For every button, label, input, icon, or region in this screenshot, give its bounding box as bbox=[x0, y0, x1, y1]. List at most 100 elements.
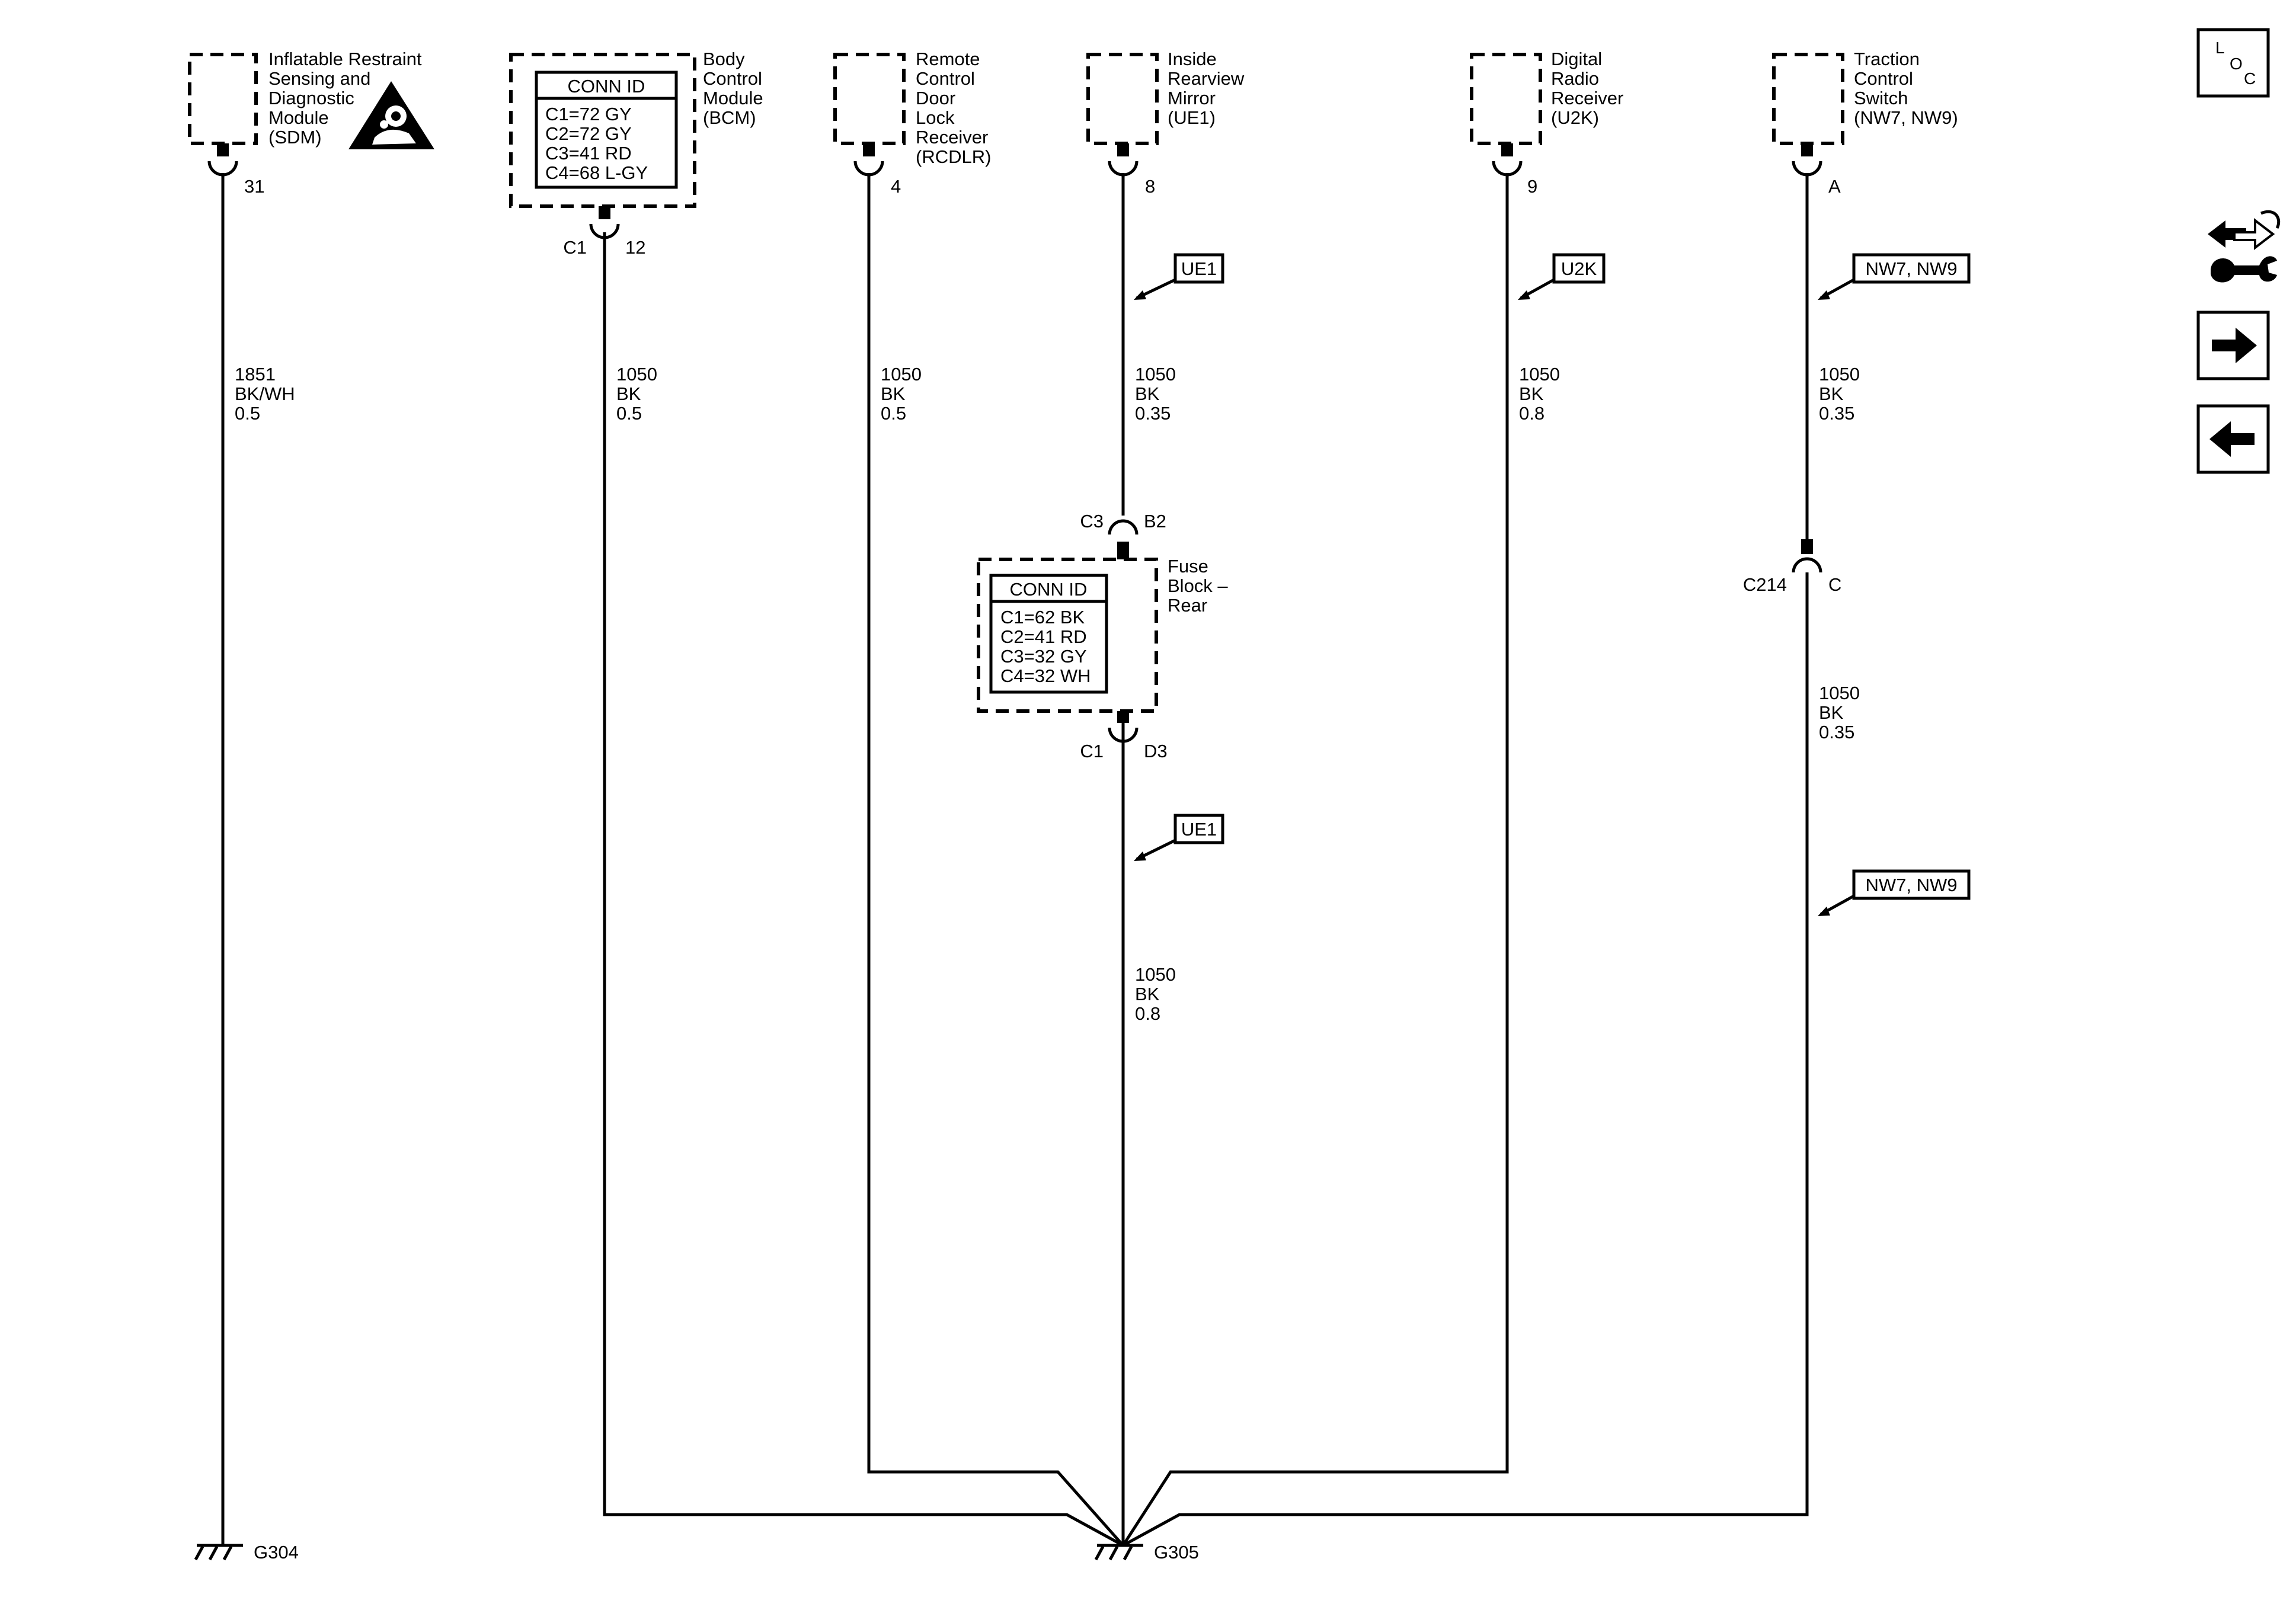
bcm-conn-id-c1: C1=72 GY bbox=[545, 104, 632, 124]
option-flag-mirror-lower[interactable]: UE1 bbox=[1134, 814, 1224, 861]
bcm-conn-id-c4: C4=68 L-GY bbox=[545, 162, 648, 183]
c214-terminal bbox=[1792, 557, 1822, 573]
wire-mirror-lower-circuit: 1050 bbox=[1135, 964, 1176, 985]
sdm-module-box bbox=[188, 53, 258, 145]
rcdlr-name-line-1: Remote bbox=[916, 49, 980, 69]
wire-traction-lower-color: BK bbox=[1819, 702, 1844, 723]
fuse-block-bottom-terminal bbox=[1108, 727, 1139, 743]
wire-sdm-size: 0.5 bbox=[235, 403, 260, 424]
sdm-name-line-1: Inflatable Restraint bbox=[268, 49, 422, 69]
ground-g305: G305 bbox=[1094, 1542, 1199, 1563]
radio-module-box bbox=[1470, 53, 1542, 145]
rcdlr-pin-label: 4 bbox=[891, 176, 901, 197]
rcdlr-pin-stub bbox=[863, 143, 875, 156]
wire-rcdlr-size: 0.5 bbox=[881, 403, 906, 424]
wire-mirror-lower-color: BK bbox=[1135, 984, 1160, 1004]
fuse-block-conn-id-title: CONN ID bbox=[1010, 579, 1088, 600]
fuse-block-top-connector: C3 bbox=[1080, 511, 1104, 532]
wire-traction-upper-size: 0.35 bbox=[1819, 403, 1854, 424]
mirror-name-line-4: (UE1) bbox=[1168, 107, 1216, 128]
rcdlr-name-line-6: (RCDLR) bbox=[916, 146, 991, 167]
wire-traction-lower bbox=[1122, 572, 1809, 1547]
mirror-connector-terminal bbox=[1108, 161, 1139, 177]
radio-pin-label: 9 bbox=[1527, 176, 1537, 197]
fuse-block-conn-id-c2: C2=41 RD bbox=[1000, 626, 1087, 647]
loc-letter-l: L bbox=[2215, 39, 2225, 57]
option-flag-traction-upper-label: NW7, NW9 bbox=[1866, 258, 1958, 279]
mirror-name-line-2: Rearview bbox=[1168, 68, 1245, 89]
wire-labels: 1851 BK/WH 0.5 1050 BK 0.5 1050 BK 0.5 1… bbox=[235, 364, 1860, 1024]
traction-module: Traction Control Switch (NW7, NW9) A bbox=[1772, 49, 1958, 197]
wire-mirror-upper-circuit: 1050 bbox=[1135, 364, 1176, 385]
c214-stub bbox=[1801, 539, 1813, 554]
option-flag-radio[interactable]: U2K bbox=[1518, 253, 1606, 300]
option-flag-traction-lower[interactable]: NW7, NW9 bbox=[1818, 869, 1971, 916]
bcm-module: CONN ID C1=72 GY C2=72 GY C3=41 RD C4=68… bbox=[509, 49, 763, 258]
next-page-button[interactable] bbox=[2196, 311, 2270, 380]
wires bbox=[221, 173, 1809, 1547]
fuse-block-name-line-1: Fuse bbox=[1168, 556, 1208, 577]
rcdlr-connector-terminal bbox=[853, 161, 884, 177]
fuse-block-top-stub bbox=[1117, 542, 1129, 559]
radio-name-line-2: Radio bbox=[1551, 68, 1599, 89]
option-flag-radio-label: U2K bbox=[1561, 258, 1597, 279]
fuse-block-conn-id-c3: C3=32 GY bbox=[1000, 646, 1087, 667]
fuse-block-name-line-2: Block – bbox=[1168, 575, 1228, 596]
traction-connector-terminal bbox=[1792, 161, 1822, 177]
c214-connector-label: C214 bbox=[1743, 574, 1787, 595]
wire-traction-lower-size: 0.35 bbox=[1819, 722, 1854, 742]
bcm-name-line-4: (BCM) bbox=[703, 107, 756, 128]
inline-connector-c214: C214 C bbox=[1743, 539, 1841, 595]
wire-mirror-lower-size: 0.8 bbox=[1135, 1003, 1160, 1024]
bcm-conn-id-table bbox=[535, 71, 678, 189]
sdm-connector-terminal bbox=[207, 161, 238, 177]
mirror-name-line-3: Mirror bbox=[1168, 88, 1216, 108]
fuse-block-bottom-connector: C1 bbox=[1080, 741, 1104, 761]
traction-pin-stub bbox=[1801, 143, 1813, 156]
mirror-pin-label: 8 bbox=[1145, 176, 1155, 197]
wire-bcm-circuit: 1050 bbox=[616, 364, 657, 385]
wire-sdm-circuit: 1851 bbox=[235, 364, 276, 385]
rcdlr-name-line-5: Receiver bbox=[916, 127, 988, 148]
option-flag-mirror-upper[interactable]: UE1 bbox=[1134, 253, 1224, 300]
option-flag-traction-upper[interactable]: NW7, NW9 bbox=[1818, 253, 1971, 300]
wiring-tool-icon[interactable] bbox=[2208, 210, 2281, 283]
bcm-pin-stub bbox=[599, 206, 610, 219]
wire-bcm-color: BK bbox=[616, 383, 641, 404]
rcdlr-name-line-2: Control bbox=[916, 68, 975, 89]
traction-name-line-2: Control bbox=[1854, 68, 1913, 89]
traction-name-line-1: Traction bbox=[1854, 49, 1920, 69]
traction-name-line-4: (NW7, NW9) bbox=[1854, 107, 1958, 128]
arrow-left-icon bbox=[2209, 421, 2255, 457]
traction-name-line-3: Switch bbox=[1854, 88, 1908, 108]
location-view-button[interactable]: L O C bbox=[2196, 28, 2270, 98]
fuse-block-top-terminal bbox=[1108, 519, 1139, 535]
sdm-pin-label: 31 bbox=[244, 176, 264, 197]
bcm-pin-label: 12 bbox=[625, 237, 645, 258]
loc-letter-c: C bbox=[2244, 69, 2256, 88]
traction-module-box bbox=[1772, 53, 1844, 145]
bcm-name-line-2: Control bbox=[703, 68, 762, 89]
wire-radio-size: 0.8 bbox=[1519, 403, 1544, 424]
bcm-connector-label: C1 bbox=[563, 237, 587, 258]
rcdlr-module: Remote Control Door Lock Receiver (RCDLR… bbox=[833, 49, 991, 197]
wire-radio-circuit: 1050 bbox=[1519, 364, 1560, 385]
sdm-name-line-5: (SDM) bbox=[268, 127, 322, 148]
fuse-block-conn-id-c4: C4=32 WH bbox=[1000, 665, 1091, 686]
fuse-block-conn-id-table bbox=[989, 574, 1108, 694]
location-view-icon bbox=[2196, 28, 2270, 98]
mirror-name-line-1: Inside bbox=[1168, 49, 1217, 69]
rcdlr-module-box bbox=[833, 53, 906, 145]
fuse-block-rear: CONN ID C1=62 BK C2=41 RD C3=32 GY C4=32… bbox=[977, 511, 1228, 761]
fuse-block-bottom-stub bbox=[1117, 711, 1129, 723]
sdm-name-line-3: Diagnostic bbox=[268, 88, 354, 108]
wire-bcm-size: 0.5 bbox=[616, 403, 642, 424]
wire-traction-upper-color: BK bbox=[1819, 383, 1844, 404]
previous-page-button[interactable] bbox=[2196, 404, 2270, 474]
wire-sdm-color: BK/WH bbox=[235, 383, 295, 404]
radio-module: Digital Radio Receiver (U2K) 9 bbox=[1470, 49, 1623, 197]
wire-radio bbox=[1121, 173, 1509, 1547]
radio-name-line-1: Digital bbox=[1551, 49, 1602, 69]
option-flag-mirror-upper-label: UE1 bbox=[1181, 258, 1217, 279]
fuse-block-top-pin: B2 bbox=[1144, 511, 1166, 532]
